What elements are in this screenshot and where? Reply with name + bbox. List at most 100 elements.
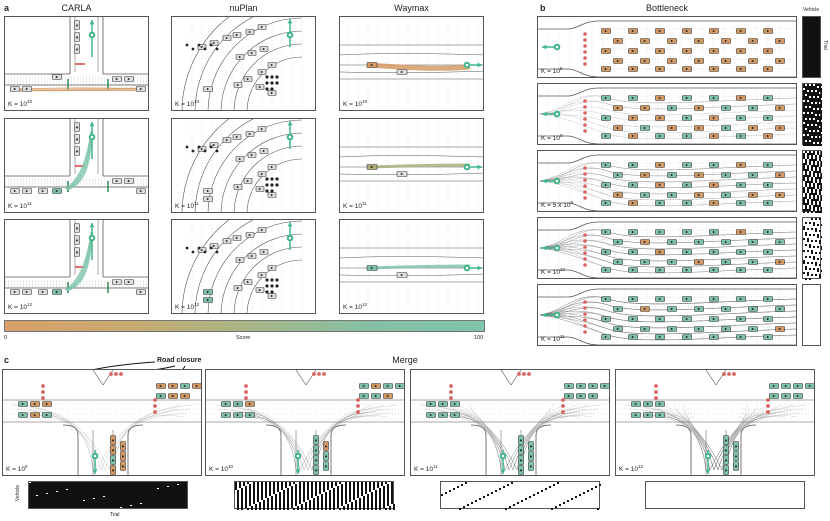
vehicle-heading (21, 413, 25, 417)
vehicle-heading (724, 106, 728, 110)
vehicle-heading (724, 193, 728, 197)
vehicle-heading (697, 240, 701, 244)
vehicle-heading (631, 29, 635, 33)
vehicle-heading (453, 413, 457, 417)
goal-arrow-icon (92, 469, 98, 474)
road-block-marker (583, 324, 587, 328)
vehicle-heading (734, 464, 738, 468)
vehicle-heading (670, 307, 674, 311)
vehicle-heading (139, 290, 143, 294)
vehicle-heading (262, 149, 266, 153)
vehicle-heading (386, 384, 390, 388)
road-closure-marker (766, 404, 770, 408)
vehicle-heading (314, 468, 318, 472)
road-closure-marker (727, 372, 731, 376)
goal-arrow-icon (287, 222, 293, 227)
vehicle-heading (643, 327, 647, 331)
vehicle-heading (697, 307, 701, 311)
vehicle-heading (739, 96, 743, 100)
vehicle-heading (685, 116, 689, 120)
vehicle-heading (766, 250, 770, 254)
vehicle-heading (115, 280, 119, 284)
road-closure-marker (41, 396, 45, 400)
vehicle-heading (206, 290, 210, 294)
road-block-marker (583, 123, 587, 127)
vehicle-heading (658, 335, 662, 339)
vehicle-heading (739, 163, 743, 167)
vehicle-heading (324, 454, 328, 458)
trial-vehicle-matrix-b-1 (802, 83, 822, 146)
vehicle-heading (567, 384, 571, 388)
bottleneck-scenario-4: K = 1011 (537, 284, 797, 346)
vehicle-heading (236, 185, 240, 189)
vehicle-heading (200, 248, 204, 252)
road-block-marker (583, 62, 587, 66)
road-closure-marker (322, 372, 326, 376)
colorbar-max: 100 (474, 335, 484, 341)
k-label-a-1-0: K = 1010 (175, 98, 199, 108)
vehicle-heading (778, 126, 782, 130)
vehicle-heading (616, 327, 620, 331)
road-closure-marker (41, 384, 45, 388)
road-closure-marker (766, 398, 770, 402)
vehicle-heading (591, 394, 595, 398)
vehicle-heading (643, 126, 647, 130)
vehicle-heading (712, 29, 716, 33)
vehicle-heading (224, 402, 228, 406)
vehicle-heading (374, 394, 378, 398)
vehicle-heading (270, 63, 274, 67)
vehicle-heading (658, 96, 662, 100)
k-label-a-0-0: K = 1010 (8, 98, 32, 108)
panel-a-carla-k1: K = 1011 (4, 118, 149, 213)
goal-arrow-icon (295, 469, 301, 474)
vehicle-heading (658, 183, 662, 187)
goal-arrow-icon (542, 245, 547, 251)
vehicle-heading (616, 193, 620, 197)
vehicle-heading (33, 413, 37, 417)
vehicle-heading (183, 394, 187, 398)
vehicle-heading (314, 448, 318, 452)
vehicle-heading (579, 394, 583, 398)
vehicle-heading (604, 335, 608, 339)
trial-vehicle-matrix-c-1 (234, 481, 395, 510)
column-title-nuplan: nuPlan (229, 3, 258, 13)
panel-a-waymax-k2: K = 1012 (339, 219, 484, 314)
road-block-marker (583, 239, 587, 243)
vehicle-heading (712, 201, 716, 205)
vehicle-heading (238, 55, 242, 59)
vehicle-heading (724, 126, 728, 130)
vehicle-heading (75, 125, 79, 129)
vehicle-heading (41, 189, 45, 193)
vehicle-heading (724, 39, 728, 43)
panel-a-nuplan-k2-scene (181, 220, 303, 313)
road-block-marker (583, 56, 587, 60)
column-title-waymax: Waymax (394, 3, 429, 13)
vehicle-heading (751, 327, 755, 331)
goal-arrow-icon (477, 62, 482, 68)
vehicle-heading (724, 307, 728, 311)
panel-a-nuplan-k2: K = 1012 (171, 219, 316, 314)
vehicle-heading (519, 468, 523, 472)
vehicle-heading (796, 394, 800, 398)
vehicle-heading (370, 63, 374, 67)
vehicle-heading (766, 96, 770, 100)
vehicle-heading (13, 87, 17, 91)
road-closure-marker (522, 372, 526, 376)
road-closure-marker (317, 372, 321, 376)
vehicle-heading (111, 448, 115, 452)
vehicle-heading (685, 201, 689, 205)
vehicle-heading (604, 134, 608, 138)
vehicle-heading (183, 384, 187, 388)
k-label-a-1-1: K = 1011 (175, 200, 199, 210)
vehicle-heading (724, 59, 728, 63)
merge-scenario-1: K = 1010 (205, 369, 405, 476)
vehicle-heading (685, 49, 689, 53)
vehicle-heading (670, 59, 674, 63)
vehicle-heading (121, 464, 125, 468)
vehicle-heading (324, 464, 328, 468)
vehicle-heading (697, 173, 701, 177)
vehicle-heading (206, 197, 210, 201)
vehicle-heading (658, 297, 662, 301)
vehicle-heading (766, 268, 770, 272)
vehicle-heading (631, 134, 635, 138)
